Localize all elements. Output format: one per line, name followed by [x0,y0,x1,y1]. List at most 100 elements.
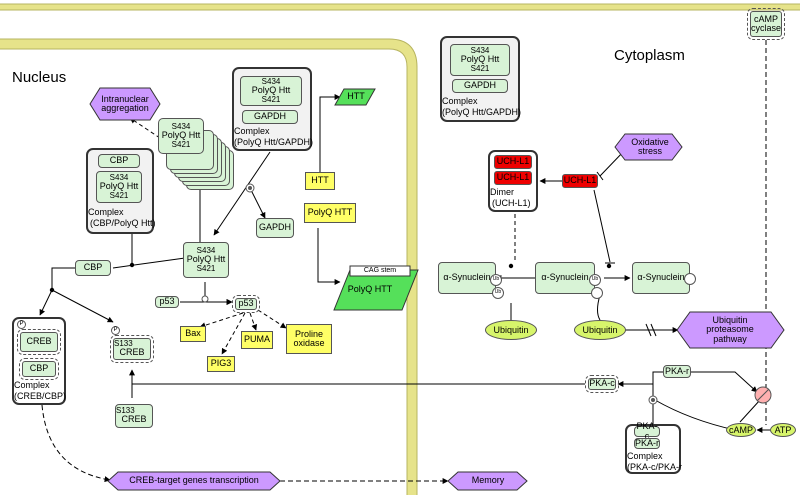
s421-label: S421 [196,263,216,273]
state-circle [591,287,603,299]
s133-label: S133 [114,339,133,349]
connectors [39,40,775,484]
polyq-htt-label: PolyQ Htt [161,130,201,141]
complex-label: Complex [88,207,124,217]
creb-target-shape [107,471,281,491]
polyq-htt-label: PolyQ Htt [251,85,291,96]
uchl1-a[interactable]: UCH-L1 [494,155,532,169]
s421-label: S421 [470,63,490,73]
htt-gene[interactable]: HTT [347,91,365,102]
ubiquitin-proteasome-pathway[interactable]: Ubiquitin proteasome pathway [706,314,754,344]
polyq-htt-gene[interactable]: PolyQ HTT [347,284,393,295]
cytoplasm-label: Cytoplasm [614,47,685,64]
s421-label: S421 [109,190,129,200]
memory-shape [447,471,528,491]
polyq-htt-in-cyto-complex[interactable]: S434 PolyQ Htt S421 [450,44,510,76]
oxidative-stress[interactable]: Oxidative stress [631,136,669,156]
ub-state: Ub [490,274,502,286]
state-circle [684,273,696,285]
alpha-synuclein-2[interactable]: α-Synuclein [535,262,595,294]
creb-label: CREB [121,414,147,425]
polyq-htt-label: PolyQ Htt [186,254,226,265]
phospho-state: P [111,326,120,335]
polyq-htt-aggregate[interactable]: S434 PolyQ Htt S421 [158,118,204,154]
nuclear-envelope [0,38,418,495]
intranuclear-aggregation-label[interactable]: Intranuclear aggregation [101,93,149,113]
ub-state: Ub [589,274,601,286]
complex-name-label: (PolyQ Htt/GAPDH) [442,107,522,117]
proline-oxidase[interactable]: Proline oxidase [286,324,332,354]
cag-stem-box [349,265,411,277]
no-entry-icon [754,386,772,404]
gapdh-in-complex[interactable]: GAPDH [242,110,298,124]
complex-name-label: (CBP/PolyQ Htt) [90,218,156,228]
htt-gene-shape [334,88,376,106]
htt-gene-box[interactable]: HTT [305,172,335,190]
s434-label: S434 [171,121,191,131]
polyq-htt-label: PolyQ Htt [99,181,139,192]
alpha-synuclein-3[interactable]: α-Synuclein [632,262,690,294]
oxidative-stress-shape [614,133,683,161]
s434-label: S434 [261,76,281,86]
cbp-in-creb-complex[interactable]: CBP [19,358,59,380]
nucleus-label: Nucleus [12,69,67,86]
gapdh-in-cyto-complex[interactable]: GAPDH [452,79,508,93]
polyq-htt-in-complex[interactable]: S434 PolyQ Htt S421 [240,76,302,106]
ubiquitin-2[interactable]: Ubiquitin [574,320,626,340]
ubiquitin-1[interactable]: Ubiquitin [485,320,537,340]
cbp[interactable]: CBP [75,260,111,276]
p53-boxed[interactable]: p53 [232,295,260,313]
polyq-htt[interactable]: S434 PolyQ Htt S421 [183,242,229,278]
complex-creb-cbp[interactable] [12,317,66,405]
s421-label: S421 [171,139,191,149]
ups-shape [676,311,785,349]
complex-name-label: (CREB/CBP) [14,391,67,401]
polyq-htt-gene-box[interactable]: PolyQ HTT [304,203,356,223]
creb-in-complex[interactable]: CREB [17,329,61,355]
bax[interactable]: Bax [180,326,206,342]
camp-cyclase[interactable]: cAMP cyclase [747,8,785,40]
complex-label: Complex [442,96,478,106]
uchl1-b[interactable]: UCH-L1 [494,171,532,185]
dimer-label: Dimer [490,187,514,197]
camp[interactable]: cAMP [726,423,756,437]
polyq-htt-label: PolyQ Htt [460,54,500,65]
creb-target-transcription[interactable]: CREB-target genes transcription [129,475,259,486]
puma[interactable]: PUMA [241,331,273,349]
s434-label: S434 [470,45,490,55]
cbp-in-complex[interactable]: CBP [98,154,140,168]
uchl1[interactable]: UCH-L1 [562,174,598,188]
state-circles [201,183,658,405]
complex-name-label: (PolyQ Htt/GAPDH) [234,137,314,147]
intranuclear-aggregation-shape [89,87,161,121]
creb[interactable]: S133 CREB [115,404,153,428]
atp[interactable]: ATP [770,423,796,437]
alpha-synuclein-1[interactable]: α-Synuclein [438,262,496,294]
complex-label: Complex [234,126,270,136]
pka-r-in-complex[interactable]: PKA-r [634,437,660,449]
s434-label: S434 [109,172,129,182]
memory[interactable]: Memory [471,475,505,486]
gapdh[interactable]: GAPDH [256,218,294,238]
complex-label: Complex [14,380,50,390]
phospho-state: P [17,320,26,329]
creb-label: CREB [119,347,145,358]
cell-membrane [0,3,800,11]
pka-r[interactable]: PKA-r [663,365,691,378]
complex-name-label: (PKA-c/PKA-r [627,462,683,472]
s133-label: S133 [116,406,135,416]
pig3[interactable]: PIG3 [207,356,235,372]
complex-label: Complex [627,451,663,461]
s421-label: S421 [261,94,281,104]
pka-c-in-complex[interactable]: PKA-c [634,421,660,440]
cag-stem-label: CAG stem [363,267,397,275]
junctions [49,262,612,293]
p53[interactable]: p53 [155,296,179,308]
s434-label: S434 [196,245,216,255]
polyq-htt-in-cbp-complex[interactable]: S434 PolyQ Htt S421 [96,171,142,203]
pka-c[interactable]: PKA-c [585,375,619,393]
dimer-name-label: (UCH-L1) [492,198,531,208]
ub-state: Ub [492,287,504,299]
creb-phospho[interactable]: S133 CREB [110,335,154,363]
